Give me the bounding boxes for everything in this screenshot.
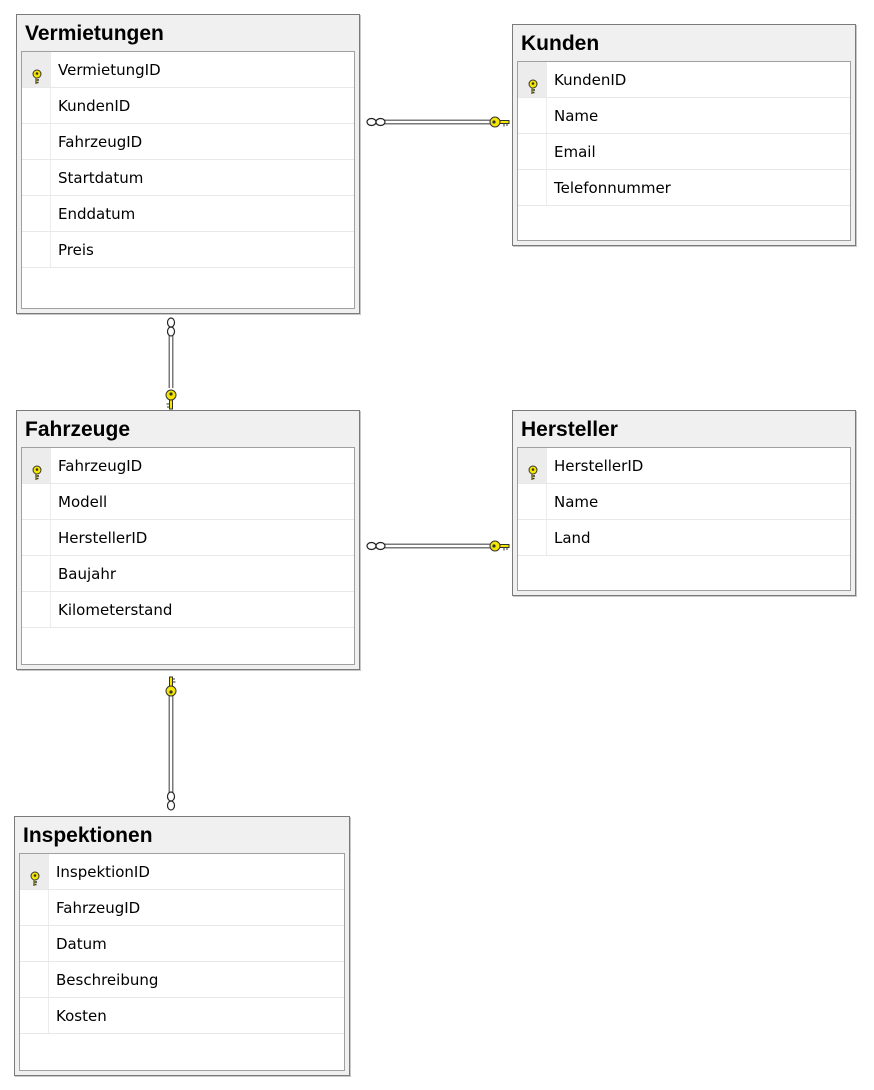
table-title-vermietungen[interactable]: Vermietungen [25, 22, 164, 45]
column-row[interactable]: Kosten [20, 998, 344, 1034]
table-title-kunden[interactable]: Kunden [521, 32, 600, 55]
column-row[interactable]: Land [518, 520, 850, 556]
column-name: HerstellerID [58, 529, 148, 547]
column-name: Kilometerstand [58, 601, 173, 619]
column-name: Land [554, 529, 591, 547]
column-name: Enddatum [58, 205, 136, 223]
column-name: Name [554, 107, 599, 125]
many-end-infinity-icon [166, 791, 176, 811]
column-name: InspektionID [56, 863, 150, 881]
primary-key-icon [30, 458, 44, 480]
column-name: VermietungID [58, 61, 161, 79]
one-end-key-icon [165, 676, 177, 697]
many-end-infinity-icon [366, 541, 386, 551]
column-name: Beschreibung [56, 971, 159, 989]
column-name: FahrzeugID [58, 133, 143, 151]
column-name: FahrzeugID [56, 899, 141, 917]
column-name: FahrzeugID [58, 457, 143, 475]
table-title-inspektionen[interactable]: Inspektionen [23, 824, 153, 847]
one-end-key-icon [489, 540, 510, 552]
column-row[interactable]: Datum [20, 926, 344, 962]
many-end-infinity-icon [166, 317, 176, 337]
column-name: KundenID [58, 97, 131, 115]
column-list-vermietungen: VermietungID KundenID FahrzeugID Startdatum… [21, 51, 355, 309]
column-row[interactable]: KundenID [22, 88, 354, 124]
column-row[interactable]: Email [518, 134, 850, 170]
many-end-infinity-icon [366, 117, 386, 127]
column-row[interactable]: VermietungID [22, 52, 354, 88]
column-row[interactable]: Telefonnummer [518, 170, 850, 206]
column-name: KundenID [554, 71, 627, 89]
column-row[interactable]: FahrzeugID [22, 124, 354, 160]
column-row[interactable]: Name [518, 484, 850, 520]
column-row[interactable]: KundenID [518, 62, 850, 98]
column-name: Modell [58, 493, 108, 511]
column-row[interactable]: Enddatum [22, 196, 354, 232]
column-row[interactable]: Baujahr [22, 556, 354, 592]
column-row[interactable]: Modell [22, 484, 354, 520]
primary-key-icon [28, 864, 42, 886]
table-title-hersteller[interactable]: Hersteller [521, 418, 618, 441]
column-row[interactable]: HerstellerID [22, 520, 354, 556]
column-name: Preis [58, 241, 94, 259]
column-row[interactable]: Beschreibung [20, 962, 344, 998]
column-row[interactable]: Preis [22, 232, 354, 268]
column-name: Telefonnummer [554, 179, 671, 197]
column-row[interactable]: Name [518, 98, 850, 134]
primary-key-icon [526, 72, 540, 94]
primary-key-icon [30, 62, 44, 84]
one-end-key-icon [489, 116, 510, 128]
one-end-key-icon [165, 389, 177, 410]
column-row[interactable]: FahrzeugID [22, 448, 354, 484]
column-name: Name [554, 493, 599, 511]
column-name: Baujahr [58, 565, 117, 583]
column-name: Datum [56, 935, 107, 953]
column-name: Email [554, 143, 596, 161]
column-row[interactable]: HerstellerID [518, 448, 850, 484]
primary-key-icon [526, 458, 540, 480]
column-row[interactable]: FahrzeugID [20, 890, 344, 926]
column-row[interactable]: InspektionID [20, 854, 344, 890]
column-name: Kosten [56, 1007, 107, 1025]
column-row[interactable]: Startdatum [22, 160, 354, 196]
column-row[interactable]: Kilometerstand [22, 592, 354, 628]
column-name: HerstellerID [554, 457, 644, 475]
table-title-fahrzeuge[interactable]: Fahrzeuge [25, 418, 131, 441]
column-name: Startdatum [58, 169, 144, 187]
